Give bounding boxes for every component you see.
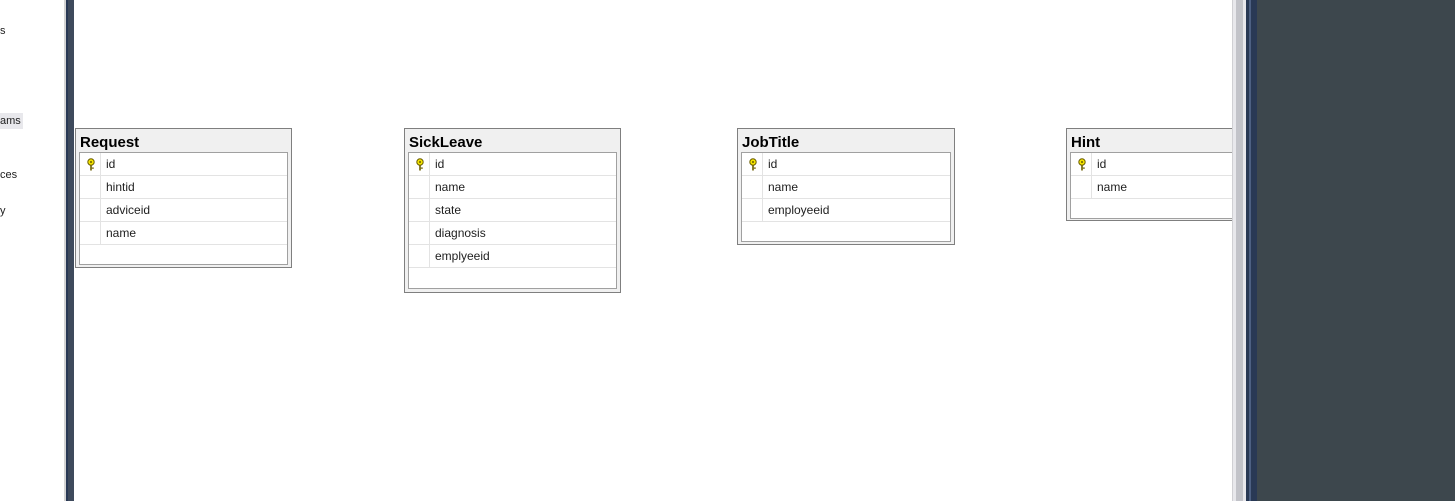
table-title: JobTitle	[742, 134, 800, 151]
column-row[interactable]: name	[409, 176, 616, 199]
table-title: Hint	[1071, 134, 1101, 151]
column-row[interactable]: name	[1071, 176, 1232, 199]
document-frame-left-border	[66, 0, 74, 501]
column-row[interactable]: state	[409, 199, 616, 222]
column-name: name	[768, 180, 799, 194]
column-row[interactable]: hintid	[80, 176, 287, 199]
column-row[interactable]: diagnosis	[409, 222, 616, 245]
tree-item[interactable]: s	[0, 25, 6, 37]
column-name: employeeid	[768, 203, 830, 217]
column-grid: id hintid adviceid name	[79, 152, 288, 265]
column-grid: id name state diagnosis emplyeeid	[408, 152, 617, 289]
tree-item[interactable]: ces	[0, 169, 18, 181]
column-row[interactable]: id	[409, 153, 616, 176]
column-name: emplyeeid	[435, 249, 490, 263]
column-name: name	[435, 180, 466, 194]
column-name: id	[106, 157, 116, 171]
column-row[interactable]: adviceid	[80, 199, 287, 222]
column-name: adviceid	[106, 203, 151, 217]
column-name: id	[768, 157, 778, 171]
column-grid: id name	[1070, 152, 1232, 219]
tree-item[interactable]: y	[0, 205, 6, 217]
table-jobtitle[interactable]: JobTitle id name employeeid	[737, 128, 955, 245]
panel-splitter[interactable]	[64, 0, 66, 501]
column-row[interactable]: name	[80, 222, 287, 245]
column-row[interactable]: id	[1071, 153, 1232, 176]
table-sickleave[interactable]: SickLeave id name state diagnosis emplye…	[404, 128, 621, 293]
table-title: Request	[80, 134, 140, 151]
table-request[interactable]: Request id hintid adviceid name	[75, 128, 292, 268]
column-row[interactable]: name	[742, 176, 950, 199]
column-grid: id name employeeid	[741, 152, 951, 242]
column-name: name	[106, 226, 137, 240]
primary-key-icon	[87, 158, 95, 171]
primary-key-icon	[749, 158, 757, 171]
column-row[interactable]: employeeid	[742, 199, 950, 222]
column-name: id	[1097, 157, 1107, 171]
table-title: SickLeave	[409, 134, 483, 151]
table-hint[interactable]: Hint id name	[1066, 128, 1232, 221]
primary-key-icon	[1078, 158, 1086, 171]
object-explorer-panel: s ams ces y	[0, 0, 64, 501]
tree-item-selected[interactable]: ams	[0, 113, 23, 129]
column-row[interactable]: id	[80, 153, 287, 176]
diagram-canvas[interactable]: Request id hintid adviceid name SickLeav…	[74, 0, 1232, 501]
primary-key-icon	[416, 158, 424, 171]
scrollbar-thumb[interactable]	[1236, 0, 1243, 501]
column-name: id	[435, 157, 445, 171]
column-name: hintid	[106, 180, 135, 194]
column-name: diagnosis	[435, 226, 486, 240]
column-row[interactable]: emplyeeid	[409, 245, 616, 268]
column-name: state	[435, 203, 462, 217]
column-row[interactable]: id	[742, 153, 950, 176]
empty-dock-area	[1257, 0, 1455, 501]
column-name: name	[1097, 180, 1128, 194]
document-frame-right-border	[1246, 0, 1257, 501]
